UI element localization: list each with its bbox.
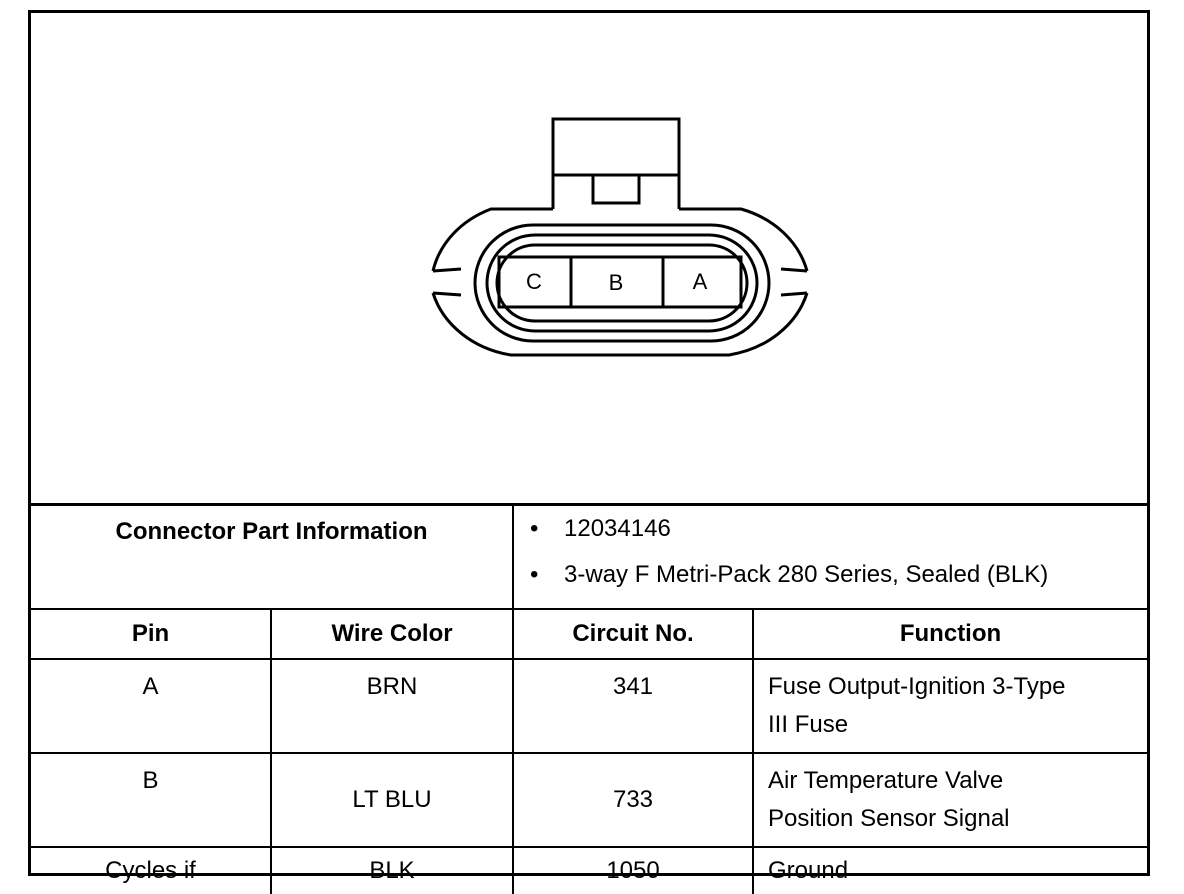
latch-neck [551,175,681,209]
header-wire-color: Wire Color [269,608,515,660]
function-line: Position Sensor Signal [768,805,1010,832]
document-frame: C B A Connector Part Information • 120341… [28,10,1150,894]
part-info-row: Connector Part Information • 12034146 • 3-… [31,503,1148,610]
cavity-label-b: B [609,270,624,295]
function-line: III Fuse [768,711,849,738]
cell-circuit: 341 [512,658,755,754]
header-circuit-no: Circuit No. [512,608,755,660]
cell-wire-color: LT BLU [269,752,515,848]
cell-wire-color: BRN [269,658,515,754]
header-function: Function [752,608,1148,660]
housing-outer-top-left [431,207,553,272]
terminal-cavity-block [497,255,743,309]
seal-ring-inner [495,243,749,323]
cavity-label-a: A [693,269,708,294]
part-info-label: Connector Part Information [31,503,515,610]
part-description: 3-way F Metri-Pack 280 Series, Sealed (B… [564,561,1049,588]
header-pin: Pin [31,608,272,660]
cavity-label-c: C [526,269,542,294]
part-number: 12034146 [564,515,671,542]
latch-block [551,117,681,177]
bullet-icon: • [530,561,539,588]
seal-ring-outer [473,223,771,343]
part-info-item: • 3-way F Metri-Pack 280 Series, Sealed (… [530,562,1147,608]
connector-diagram: C B A [31,13,1147,503]
bullet-icon: • [530,515,539,542]
cell-wire-color: BLK [269,846,515,894]
housing-outer-top-right [679,207,809,272]
function-line: Fuse Output-Ignition 3-Type [768,673,1066,700]
part-info-item: • 12034146 [530,516,1147,562]
cell-pin: A [31,658,272,754]
cell-circuit: 733 [512,752,755,848]
pinout-table: Connector Part Information • 12034146 • 3-… [31,503,1148,894]
table-header-row: Pin Wire Color Circuit No. Function [31,608,1148,660]
housing-notches [432,267,808,297]
cell-pin: B [31,752,272,848]
cell-pin: Cycles if [31,846,272,894]
housing-outer-bottom [431,292,809,357]
connector-face-drawing: C B A [431,117,809,357]
seal-ring-middle [485,233,759,333]
cell-circuit: 1050 [512,846,755,894]
part-info-list: • 12034146 • 3-way F Metri-Pack 280 Series… [512,503,1148,610]
function-line: Air Temperature Valve [768,767,1004,794]
table-row: Cycles if BLK 1050 Ground [31,846,1148,894]
latch-tab [591,175,641,205]
cell-function: Ground [752,846,1148,894]
